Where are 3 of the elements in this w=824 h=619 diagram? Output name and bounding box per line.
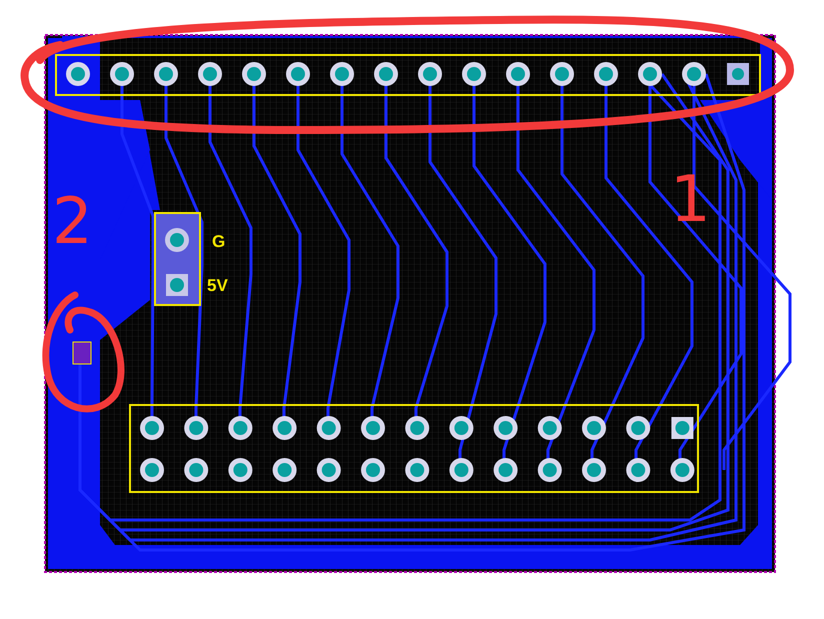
annotation-number: 2: [52, 190, 93, 254]
pin-label: 5V: [207, 277, 228, 294]
pin-label: G: [212, 233, 226, 250]
